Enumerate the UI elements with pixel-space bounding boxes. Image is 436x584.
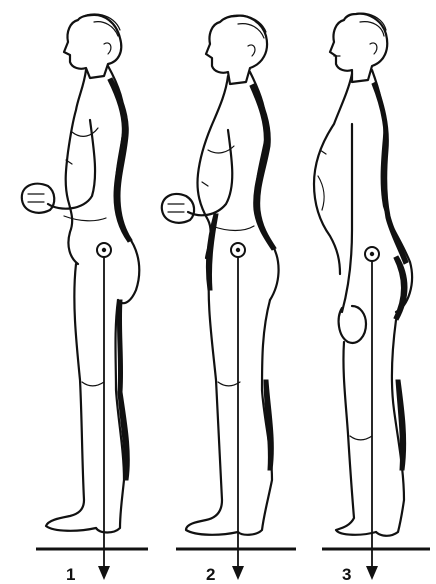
torso-front: [314, 74, 352, 274]
fist: [22, 184, 54, 213]
leg-muscle-stripe: [117, 300, 129, 480]
buttock-stripe: [394, 256, 407, 320]
fist-lines: [28, 194, 44, 202]
fist-lines: [168, 204, 184, 212]
ear: [370, 43, 377, 54]
figure-number: 3: [342, 565, 351, 584]
hair: [222, 15, 266, 38]
leg-front: [186, 262, 238, 535]
torso-detail: [202, 146, 254, 231]
figure-2: 2: [162, 15, 296, 584]
gravity-center-dot: [370, 252, 374, 256]
figure-3: 3: [314, 13, 430, 584]
spine-curve: [372, 82, 408, 264]
leg-muscle-stripe: [396, 380, 406, 470]
leg-front: [336, 342, 376, 535]
torso-front: [66, 70, 86, 264]
plumb-arrowhead: [366, 566, 378, 580]
figure-number: 1: [66, 565, 75, 584]
leg-front: [46, 264, 96, 531]
head-outline: [64, 15, 121, 78]
belly-detail: [318, 150, 326, 210]
head-outline: [330, 14, 387, 82]
spine-curve: [108, 78, 132, 242]
figure-1: 1: [22, 14, 148, 584]
ear: [248, 45, 255, 56]
knee-detail: [82, 382, 104, 386]
arm: [188, 130, 232, 215]
back-outline: [108, 66, 139, 303]
fist: [162, 194, 194, 223]
plumb-arrowhead: [98, 566, 110, 580]
figure-number: 2: [206, 565, 215, 584]
gravity-center-dot: [236, 248, 240, 252]
knee-detail: [350, 436, 372, 440]
ear: [104, 43, 111, 54]
plumb-arrowhead: [232, 566, 244, 580]
spine-curve: [250, 84, 276, 250]
knee-detail: [218, 382, 240, 386]
head-outline: [206, 16, 267, 84]
gravity-center-dot: [102, 248, 106, 252]
arm-upper: [342, 124, 352, 312]
